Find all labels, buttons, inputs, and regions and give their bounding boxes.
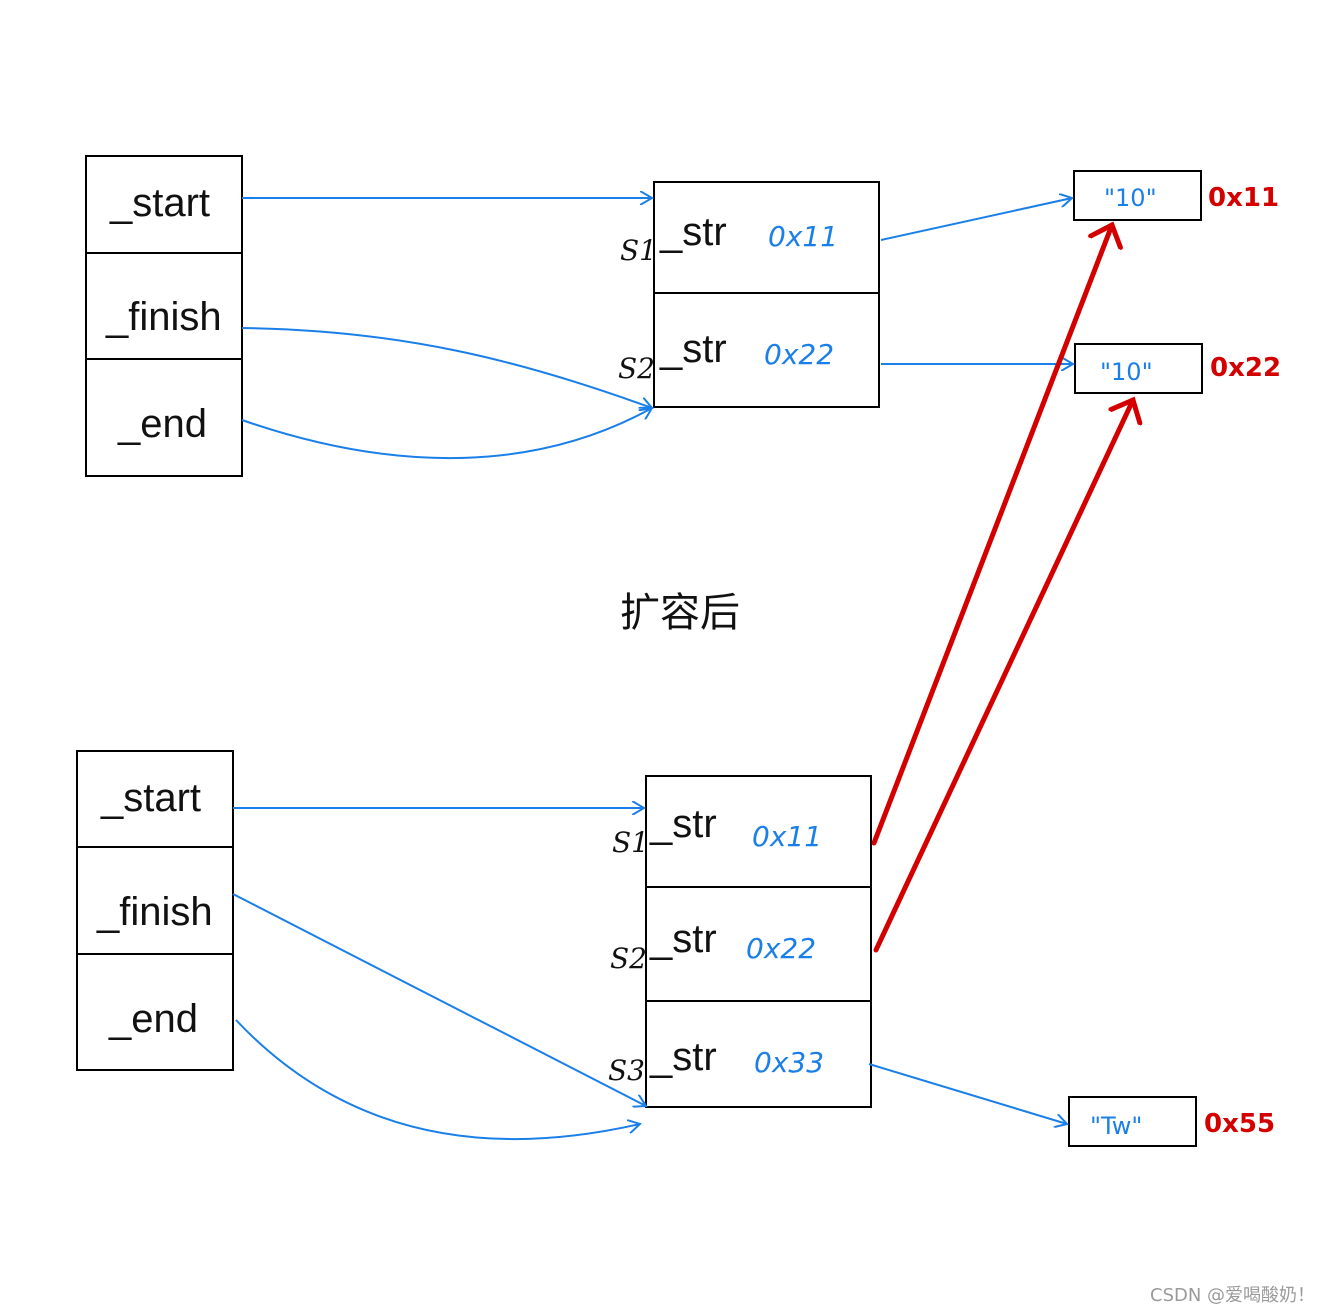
- before-heap-strings: "10" 0x11 "10" 0x22: [1073, 170, 1281, 394]
- after-s3-to-heap-pointer: [868, 1063, 1067, 1124]
- before-field-end: _end: [117, 402, 207, 446]
- after-element-s1-field: _str: [649, 802, 717, 846]
- after-element-s3-field: _str: [649, 1035, 717, 1079]
- before-field-finish: _finish: [105, 295, 222, 339]
- after-finish-pointer: [232, 893, 646, 1106]
- after-element-label-s1: S1: [612, 826, 649, 859]
- after-element-label-s3: S3: [608, 1054, 645, 1087]
- after-field-start: _start: [100, 776, 201, 820]
- before-array-box: [653, 181, 880, 408]
- after-field-end: _end: [108, 997, 198, 1041]
- before-element-array: S1 _str 0x11 S2 _str 0x22: [618, 181, 880, 408]
- heap-string-box-0x11: [1073, 170, 1202, 221]
- heap-string-value-0x55: "Tw": [1090, 1112, 1142, 1140]
- heap-string-address-0x55: 0x55: [1204, 1109, 1275, 1139]
- before-vector-object: _start _finish _end: [85, 155, 243, 477]
- before-element-label-s1: S1: [620, 234, 657, 267]
- after-array-box: [645, 775, 872, 1108]
- before-vector-box: [85, 155, 243, 477]
- after-element-s1-address: 0x11: [752, 820, 822, 853]
- before-element-s1-address: 0x11: [768, 220, 838, 253]
- heap-string-address-0x11: 0x11: [1208, 183, 1279, 213]
- after-s1-old-heap-pointer: [871, 225, 1112, 846]
- after-vector-object: _start _finish _end: [76, 750, 234, 1071]
- before-finish-pointer: [241, 327, 652, 408]
- heap-string-value-0x22: "10": [1100, 358, 1153, 386]
- heap-string-box-0x22: [1074, 343, 1203, 394]
- heap-string-address-0x22: 0x22: [1210, 353, 1281, 383]
- after-element-s2-address: 0x22: [746, 932, 816, 965]
- after-field-finish: _finish: [96, 890, 213, 934]
- after-element-s3-address: 0x33: [754, 1046, 824, 1079]
- before-element-s2-address: 0x22: [764, 338, 834, 371]
- after-element-array: S1 _str 0x11 S2 _str 0x22 S3 _str 0x33: [608, 775, 872, 1108]
- after-end-pointer: [235, 1019, 640, 1140]
- after-heap-strings: "Tw" 0x55: [1068, 1096, 1275, 1147]
- heap-string-box-0x55: [1068, 1096, 1197, 1147]
- before-s1-to-heap-pointer: [880, 198, 1072, 241]
- before-element-s1-field: _str: [659, 210, 727, 254]
- before-element-s2-field: _str: [659, 327, 727, 371]
- after-vector-box: [76, 750, 234, 1071]
- after-s2-old-heap-pointer: [873, 400, 1133, 953]
- after-element-s2-field: _str: [649, 917, 717, 961]
- before-element-label-s2: S2: [618, 352, 655, 385]
- before-end-pointer: [241, 408, 652, 460]
- after-expansion-title: 扩容后: [620, 590, 740, 636]
- heap-string-value-0x11: "10": [1104, 184, 1157, 212]
- after-element-label-s2: S2: [610, 942, 647, 975]
- csdn-watermark: CSDN @爱喝酸奶！: [1150, 1285, 1315, 1306]
- before-field-start: _start: [109, 181, 210, 225]
